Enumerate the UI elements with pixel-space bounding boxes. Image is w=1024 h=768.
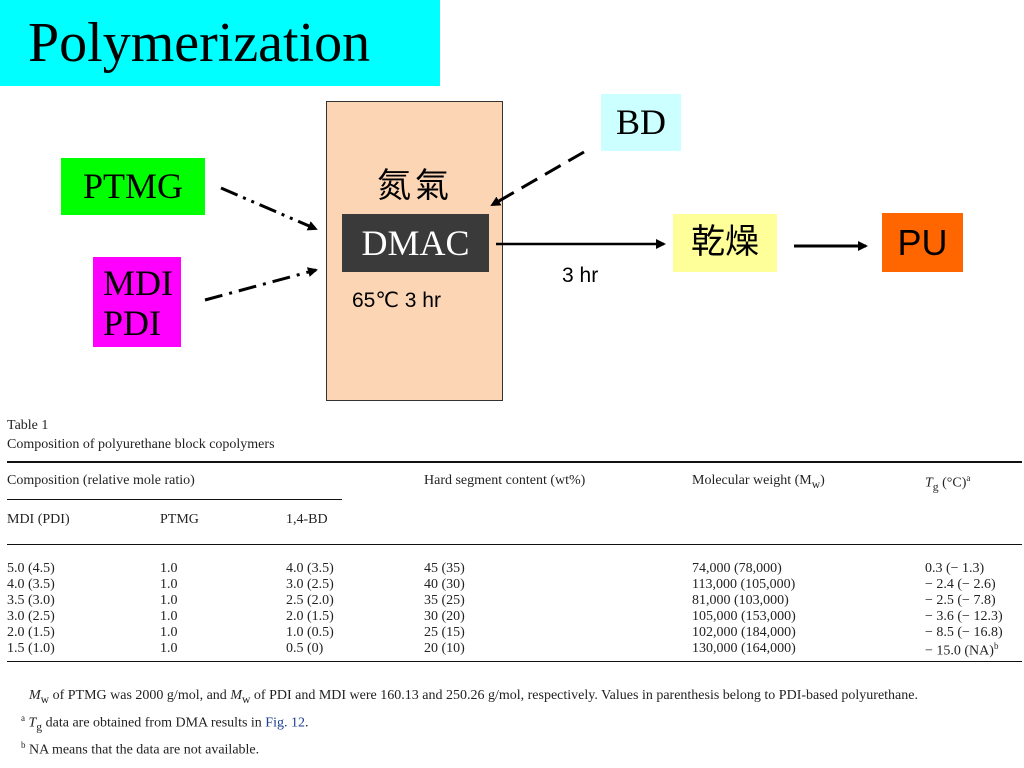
table-label: Table 1 <box>7 418 49 433</box>
flow-arrows <box>204 150 868 302</box>
table-title: Composition of polyurethane block copoly… <box>7 437 275 452</box>
sub-ptmg: PTMG <box>160 512 199 527</box>
reaction-conditions: 65℃ 3 hr <box>352 289 441 312</box>
col-tg: Tg (°C)a <box>925 473 971 494</box>
table-caption: Table 1 Composition of polyurethane bloc… <box>7 416 275 454</box>
sub-bd: 1,4-BD <box>286 512 328 527</box>
drying-label: 乾燥 <box>673 214 777 272</box>
col-molecular-weight: Molecular weight (Mw) <box>692 473 825 491</box>
mdi-text: MDI <box>103 263 173 303</box>
pu-product-label: PU <box>882 213 963 272</box>
slide-title: Polymerization <box>0 0 440 86</box>
table-header-row: Composition (relative mole ratio) Hard s… <box>7 462 1022 500</box>
col-hard-segment: Hard segment content (wt%) <box>424 473 586 488</box>
table-subheader-row: MDI (PDI) PTMG 1,4-BD <box>7 500 1022 545</box>
ptmg-label: PTMG <box>61 158 205 215</box>
bd-arrow <box>490 150 585 207</box>
ptmg-arrow <box>220 186 318 231</box>
bd-label: BD <box>601 94 681 151</box>
pdi-text: PDI <box>103 303 162 343</box>
dmac-solvent-label: DMAC <box>342 214 489 272</box>
footnote-a: a Tg data are obtained from DMA results … <box>21 712 309 734</box>
drying-step-time: 3 hr <box>562 264 599 287</box>
fig-12-link[interactable]: Fig. 12 <box>265 715 305 731</box>
footnote-b: b NA means that the data are not availab… <box>21 740 260 758</box>
composition-table: Composition (relative mole ratio) Hard s… <box>7 461 1022 662</box>
table-footnotes: Mw of PTMG was 2000 g/mol, and Mw of PDI… <box>7 686 1022 760</box>
footnote-main: Mw of PTMG was 2000 g/mol, and Mw of PDI… <box>29 688 918 706</box>
mdi-arrow <box>204 267 318 302</box>
group-header: Composition (relative mole ratio) <box>7 473 342 500</box>
sub-mdi: MDI (PDI) <box>7 512 70 527</box>
nitrogen-label: 氮氣 <box>377 168 453 205</box>
mdi-pdi-label: MDI PDI <box>93 257 181 347</box>
